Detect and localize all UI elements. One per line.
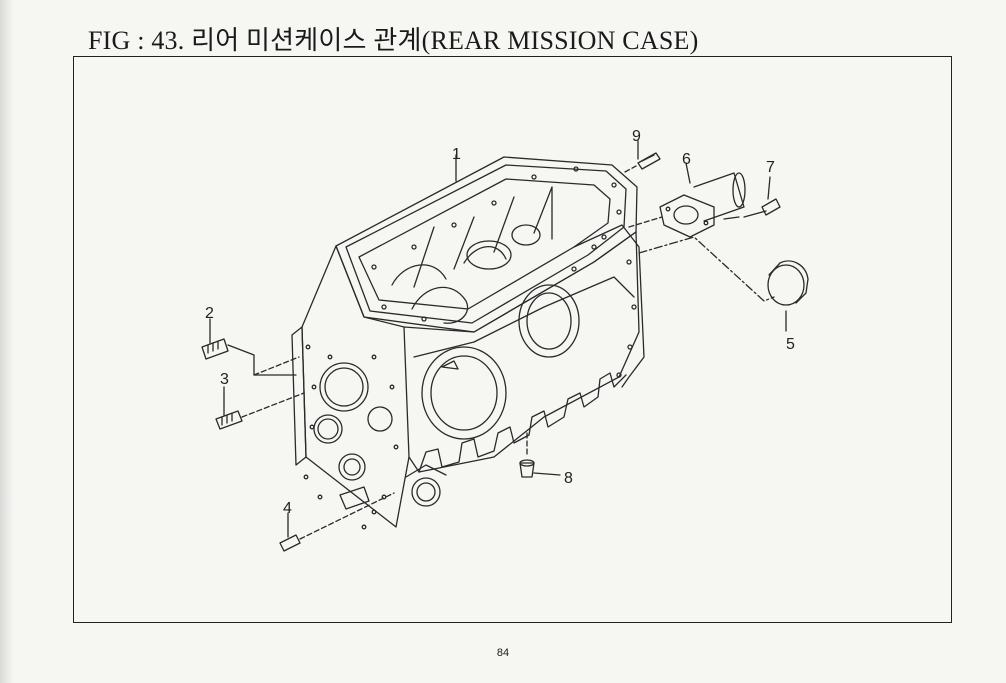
flange-bolt-holes bbox=[371, 166, 622, 322]
page-number: 84 bbox=[496, 647, 510, 659]
callout-9: 9 bbox=[632, 128, 641, 145]
callout-2: 2 bbox=[205, 305, 214, 322]
callout-3: 3 bbox=[220, 371, 229, 388]
callout-6: 6 bbox=[682, 151, 691, 168]
part-2-stud bbox=[201, 338, 300, 376]
callout-5: 5 bbox=[786, 336, 795, 353]
rear-mission-case bbox=[291, 156, 645, 530]
callout-leaders bbox=[209, 140, 787, 538]
part-5-seal-ring bbox=[638, 236, 809, 306]
part-7-bolt bbox=[723, 198, 781, 220]
part-4-pin bbox=[279, 492, 395, 552]
front-face-holes bbox=[303, 344, 399, 530]
part-6-cover bbox=[628, 172, 746, 238]
callout-7: 7 bbox=[766, 159, 775, 176]
rear-flange-holes bbox=[571, 244, 637, 378]
callout-1: 1 bbox=[452, 146, 461, 163]
callout-4: 4 bbox=[283, 500, 292, 517]
part-3-stud bbox=[215, 392, 305, 430]
part-8-plug bbox=[519, 432, 561, 478]
callout-8: 8 bbox=[564, 470, 573, 487]
exploded-parts-diagram: 1 2 3 4 5 6 7 8 9 bbox=[201, 128, 809, 552]
figure-title: FIG : 43. 리어 미션케이스 관계(REAR MISSION CASE) bbox=[88, 26, 699, 55]
part-9-stud bbox=[624, 152, 661, 173]
scan-binding-edge bbox=[0, 0, 14, 683]
diagram-frame: 1 2 3 4 5 6 7 8 9 bbox=[73, 56, 952, 623]
